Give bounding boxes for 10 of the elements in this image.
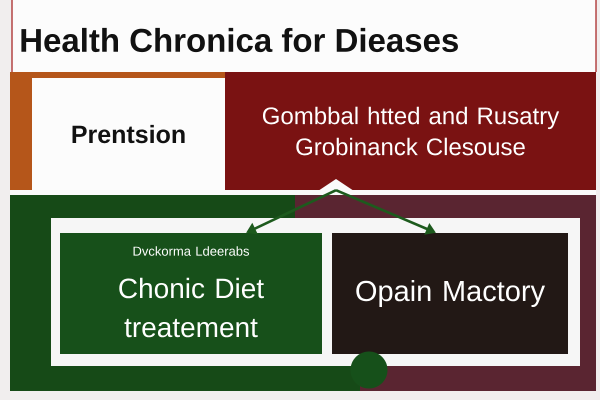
node-label: Gombbal htted and Rusatry Grobinanck Clesouse [262, 106, 560, 156]
process-box [225, 72, 596, 190]
process-box [332, 233, 568, 354]
node-label: Opain Mactory [356, 280, 545, 308]
box-caption: Dvckorma Ldeerabs [134, 246, 250, 256]
process-box [32, 78, 225, 190]
node-label: Chonic Diet treatement [119, 278, 264, 338]
node-label: Prentsion [72, 124, 185, 144]
process-box [60, 233, 322, 354]
title-banner: Health Chronica for Dieases [11, 0, 597, 72]
